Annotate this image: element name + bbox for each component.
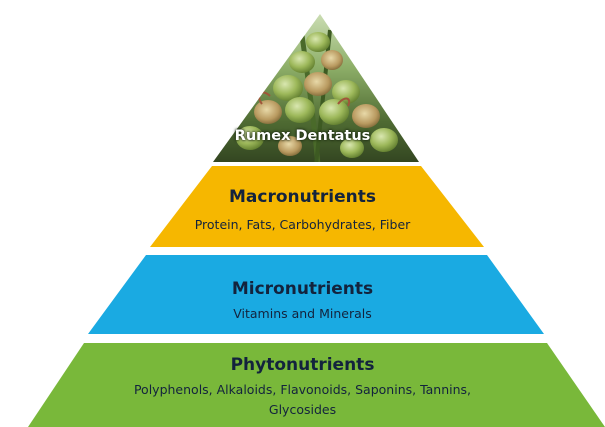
tier-macronutrients-title: Macronutrients [0, 187, 605, 207]
tier-micronutrients-subtitle: Vitamins and Minerals [0, 306, 605, 321]
plant-photo [200, 10, 430, 170]
apex-label: Rumex Dentatus [0, 128, 605, 144]
tier-phytonutrients-subtitle-line1: Polyphenols, Alkaloids, Flavonoids, Sapo… [0, 382, 605, 397]
tier-phytonutrients-title: Phytonutrients [0, 355, 605, 375]
tier-macronutrients-subtitle: Protein, Fats, Carbohydrates, Fiber [0, 217, 605, 232]
tier-micronutrients-title: Micronutrients [0, 279, 605, 299]
tier-phytonutrients-subtitle-line2: Glycosides [0, 402, 605, 417]
